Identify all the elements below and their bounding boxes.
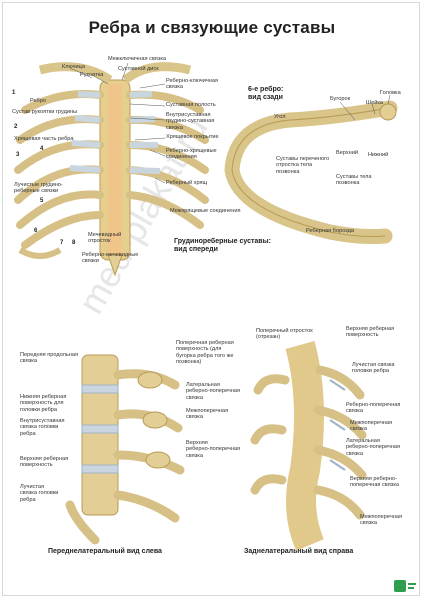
label-intraarticular-ligament: Внутрисуставная грудино-суставная связка [166,112,215,131]
label-intertransverse: Межпоперечная связка [186,408,228,421]
label-lower: Нижний [368,152,389,158]
rib-number-6: 6 [34,228,38,234]
label-costoxiphoid-ligaments: Реберно-мечевидные связки [82,252,139,265]
label-interchondral-joints: Межхрящевые соединения [170,208,241,214]
label-interclavicular-ligament: Межключичная связка [108,56,167,62]
label-angle: Угол [274,114,286,120]
label-tubercle: Бугорок [330,96,351,102]
poster-frame [2,2,420,596]
label-costoclavicular-ligament: Реберно-ключичная связка [166,78,218,91]
rib-number-4: 4 [40,146,44,152]
label-head: Головка [380,90,401,96]
rib-number-8: 8 [72,240,76,246]
label-rib: Ребро [30,98,46,104]
label-body-joints: Суставы тела позвонка [336,174,372,187]
label-upper-costal-facet: Верхняя реберная поверхность [20,456,69,469]
caption-sternocostal-joints: Грудинореберные суставы: вид спереди [174,238,271,253]
caption-posterolateral-view: Заднелатеральный вид справа [244,548,354,555]
rib-number-2: 2 [14,124,18,130]
rib-number-1: 1 [12,90,16,96]
label-transverse-process-cut: Поперечный отросток (отрезан) [256,328,313,341]
label-neck: Шейка [366,100,384,106]
label-intertransverse-right: Межпоперечная связка [350,420,392,433]
label-costotransverse: Реберно-поперечная связка [346,402,401,415]
label-radiate-head: Лучистая связка головки ребра [20,484,59,503]
label-radiate-head-right: Лучистая связка головки ребра [352,362,395,375]
label-intraarticular-head: Внутрисуставная связка головки ребра [20,418,65,437]
caption-anterolateral-view: Переднелатеральный вид слева [48,548,162,555]
sternum-ribs-drawing [14,62,209,277]
publisher-logo [394,580,416,592]
label-anterior-longitudinal: Передняя продольная связка [20,352,78,365]
label-manubrium-joint: Сустав рукоятки грудины [12,109,78,115]
label-superior-costotransverse-right: Верхняя реберно- поперечная связка [350,476,399,489]
label-intertransverse-lower: Межпоперечная связка [360,514,402,527]
label-cartilage-cover: Хрящевое покрытие [166,134,219,140]
label-superior-costotransverse: Верхняя реберно-поперечная связка [186,440,241,459]
label-transverse-joints: Суставы переченого отростка тела позвонк… [276,156,330,175]
label-costal-cartilage: Реберный хрящ [166,180,208,186]
label-lateral-costotransverse-right: Латеральная реберно-поперечная связка [346,438,401,457]
spine-anterolateral-drawing [65,354,185,545]
label-costochondral-joints: Реберно-хрящевые соединения [166,148,217,161]
label-xiphoid-process: Мечевидный отросток [88,232,122,245]
label-articular-disc: Суставной диск [118,66,159,72]
label-clavicle: Ключица [62,64,85,70]
poster-title: Ребра и связующие суставы [88,18,336,37]
spine-posterolateral-drawing [250,341,367,551]
label-lateral-costotransverse: Латеральная реберно-поперечная связка [186,382,241,401]
rib-number-3: 3 [16,152,20,158]
rib-number-7: 7 [60,240,64,246]
label-costal-cartilage-part: Хрящевая часть ребра [14,136,74,142]
label-radiate-ligaments: Лучистые грудино- реберные связки [14,182,63,195]
label-costal-groove: Реберная борозда [306,228,354,234]
label-joint-cavity: Суставная полость [166,102,216,108]
leader-lines [69,62,391,184]
label-lower-costal-facet: Нижняя реберная поверхность для головки … [20,394,67,413]
sixth-rib-drawing [224,100,398,244]
label-upper: Верхний [336,150,359,156]
label-transverse-costal-facet: Поперечная реберная поверхность (для буг… [176,340,234,366]
label-manubrium: Рукоятка [80,72,104,78]
caption-sixth-rib: 6-е ребро: вид сзади [248,86,284,101]
label-upper-costal-surface: Верхняя реберная поверхность [346,326,395,339]
rib-number-5: 5 [40,198,44,204]
